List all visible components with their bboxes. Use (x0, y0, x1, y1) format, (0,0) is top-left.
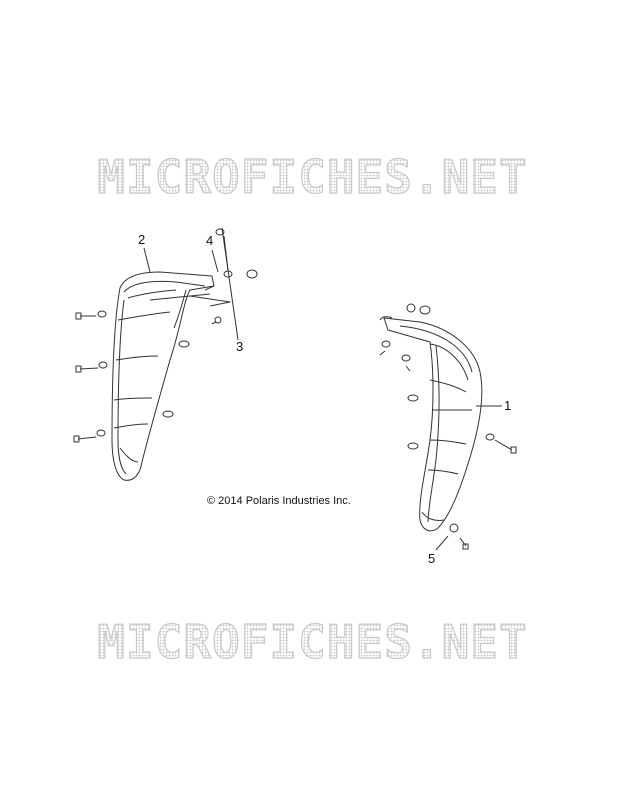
fasteners (73, 228, 517, 550)
bolt-left-1 (75, 310, 107, 320)
right-fender-flare (379, 316, 483, 532)
leader-lines (143, 227, 502, 551)
callout-3: 3 (236, 339, 244, 354)
bolt-left-3 (73, 429, 106, 443)
callout-5: 5 (428, 551, 436, 566)
watermark-top: MICROFICHES.NET (0, 149, 625, 204)
bolt-left-2 (75, 361, 108, 373)
left-fender-flare (111, 271, 231, 481)
callout-1: 1 (504, 398, 512, 413)
copyright-notice: © 2014 Polaris Industries Inc. (207, 495, 351, 507)
bolt-right-1 (485, 433, 517, 454)
callout-4: 4 (206, 233, 214, 248)
callout-2: 2 (138, 232, 146, 247)
watermark-bottom: MICROFICHES.NET (0, 614, 625, 669)
